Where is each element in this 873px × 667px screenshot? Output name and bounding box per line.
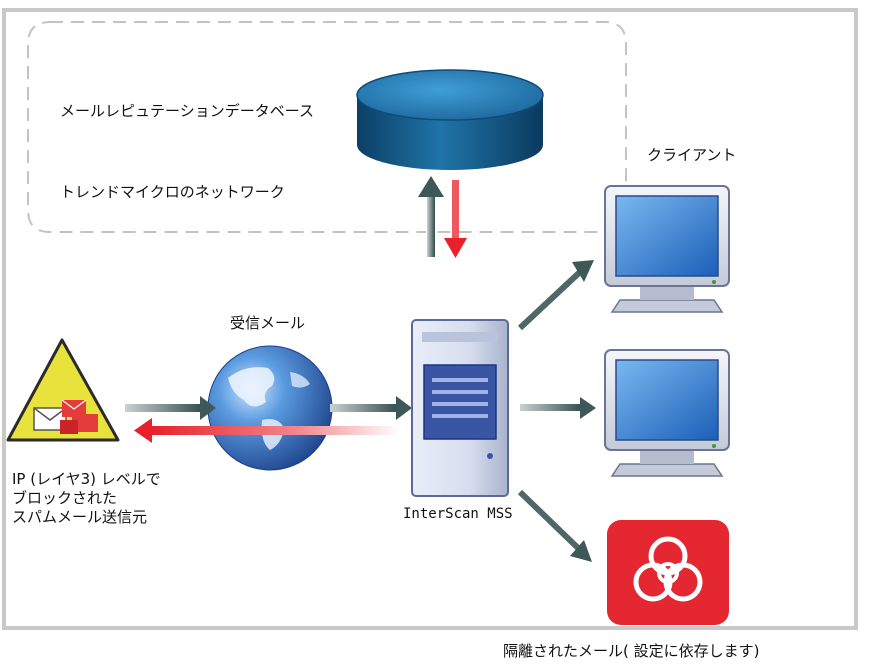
- forward-to-server-arrow: [330, 396, 412, 420]
- spammer-label-line-2: ブロックされた: [12, 489, 118, 507]
- spammer-label-line-3: スパムメール送信元: [12, 508, 148, 526]
- network-label: トレンドマイクロのネットワーク: [60, 183, 285, 201]
- quarantine-arrow: [517, 489, 592, 562]
- diagram-frame: [2, 8, 858, 630]
- incoming-mail-label: 受信メール: [230, 314, 306, 332]
- incoming-mail-arrow: [125, 396, 216, 420]
- biohazard-icon: [607, 520, 729, 625]
- database-response-arrow: [444, 180, 467, 258]
- server-tower-icon: [411, 319, 509, 497]
- monitor-icon: [604, 185, 730, 313]
- quarantine-label: 隔離されたメール( 設定に依存します): [503, 642, 760, 660]
- network-boundary: [27, 21, 627, 233]
- block-arrow: [134, 418, 400, 443]
- globe-icon: [207, 345, 333, 471]
- spammer-label-line-1: IP (レイヤ3) レベルで: [12, 470, 161, 488]
- deliver-client-2-arrow: [520, 397, 596, 419]
- server-label: InterScan MSS: [403, 506, 513, 522]
- spam-mail-warning-icon: [6, 338, 120, 442]
- monitor-icon: [604, 349, 730, 477]
- deliver-client-1-arrow: [517, 260, 594, 331]
- database-label: メールレピュテーションデータベース: [60, 102, 314, 120]
- clients-label: クライアント: [647, 146, 737, 164]
- database-query-arrow: [418, 176, 444, 257]
- database-cylinder-icon: [356, 69, 544, 170]
